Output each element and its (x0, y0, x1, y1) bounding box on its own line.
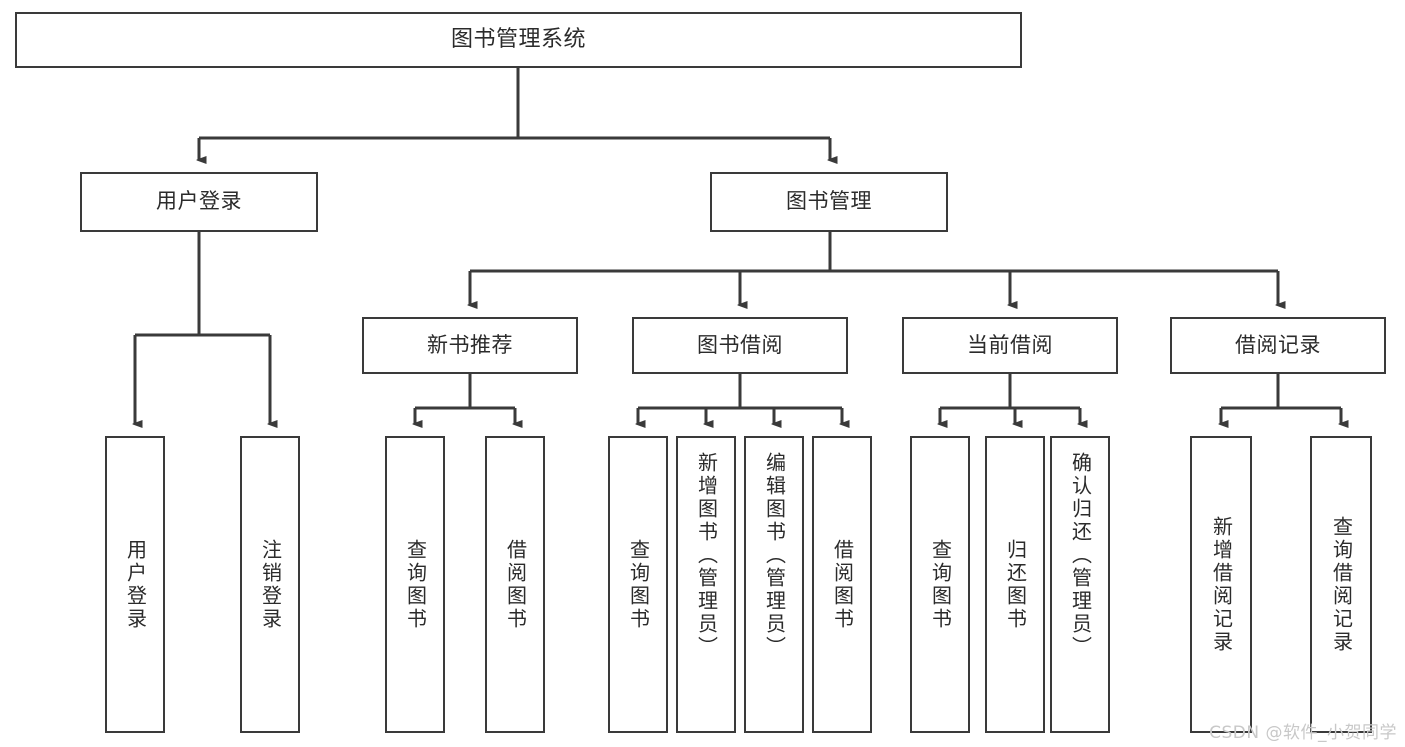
node-book-manage[interactable]: 图书管理 (710, 172, 948, 232)
node-leaf-borrow-book[interactable]: 借阅图书 (812, 436, 872, 733)
node-book-borrow-label: 图书借阅 (697, 332, 783, 357)
node-leaf-query-book-borrow-label: 查询图书 (626, 538, 651, 631)
node-root-label: 图书管理系统 (450, 26, 586, 52)
node-leaf-user-login-label: 用户登录 (123, 538, 148, 631)
node-current-borrow[interactable]: 当前借阅 (902, 317, 1118, 374)
node-current-borrow-label: 当前借阅 (967, 332, 1053, 357)
node-leaf-add-borrow-record-label: 新增借阅记录 (1209, 515, 1234, 654)
node-borrow-record-label: 借阅记录 (1235, 332, 1321, 357)
node-leaf-query-book-recommend-label: 查询图书 (403, 538, 428, 631)
node-leaf-borrow-book-recommend-label: 借阅图书 (503, 538, 528, 631)
node-new-book-recommend[interactable]: 新书推荐 (362, 317, 578, 374)
node-leaf-query-borrow-record-label: 查询借阅记录 (1329, 515, 1354, 654)
node-leaf-edit-book[interactable]: 编辑图书（管理员） (744, 436, 804, 733)
node-user-login-label: 用户登录 (156, 189, 242, 214)
node-user-login[interactable]: 用户登录 (80, 172, 318, 232)
node-leaf-query-borrow-record[interactable]: 查询借阅记录 (1310, 436, 1372, 733)
node-borrow-record[interactable]: 借阅记录 (1170, 317, 1386, 374)
node-leaf-confirm-return[interactable]: 确认归还（管理员） (1050, 436, 1110, 733)
node-leaf-add-book-label: 新增图书（管理员） (694, 452, 719, 659)
node-leaf-query-book-recommend[interactable]: 查询图书 (385, 436, 445, 733)
node-leaf-confirm-return-label: 确认归还（管理员） (1068, 452, 1093, 659)
node-leaf-add-borrow-record[interactable]: 新增借阅记录 (1190, 436, 1252, 733)
node-leaf-add-book[interactable]: 新增图书（管理员） (676, 436, 736, 733)
node-root[interactable]: 图书管理系统 (15, 12, 1022, 68)
node-leaf-return-book[interactable]: 归还图书 (985, 436, 1045, 733)
node-leaf-user-logout[interactable]: 注销登录 (240, 436, 300, 733)
node-leaf-user-logout-label: 注销登录 (258, 538, 283, 631)
node-leaf-query-book-borrow[interactable]: 查询图书 (608, 436, 668, 733)
node-leaf-return-book-label: 归还图书 (1003, 538, 1028, 631)
node-leaf-query-book-current-label: 查询图书 (928, 538, 953, 631)
node-leaf-query-book-current[interactable]: 查询图书 (910, 436, 970, 733)
node-leaf-edit-book-label: 编辑图书（管理员） (762, 452, 787, 659)
watermark-text: CSDN @软件_小贺同学 (1209, 723, 1397, 743)
node-leaf-user-login[interactable]: 用户登录 (105, 436, 165, 733)
node-new-book-recommend-label: 新书推荐 (427, 332, 513, 357)
node-leaf-borrow-book-recommend[interactable]: 借阅图书 (485, 436, 545, 733)
node-book-borrow[interactable]: 图书借阅 (632, 317, 848, 374)
node-book-manage-label: 图书管理 (786, 189, 872, 214)
node-leaf-borrow-book-label: 借阅图书 (830, 538, 855, 631)
